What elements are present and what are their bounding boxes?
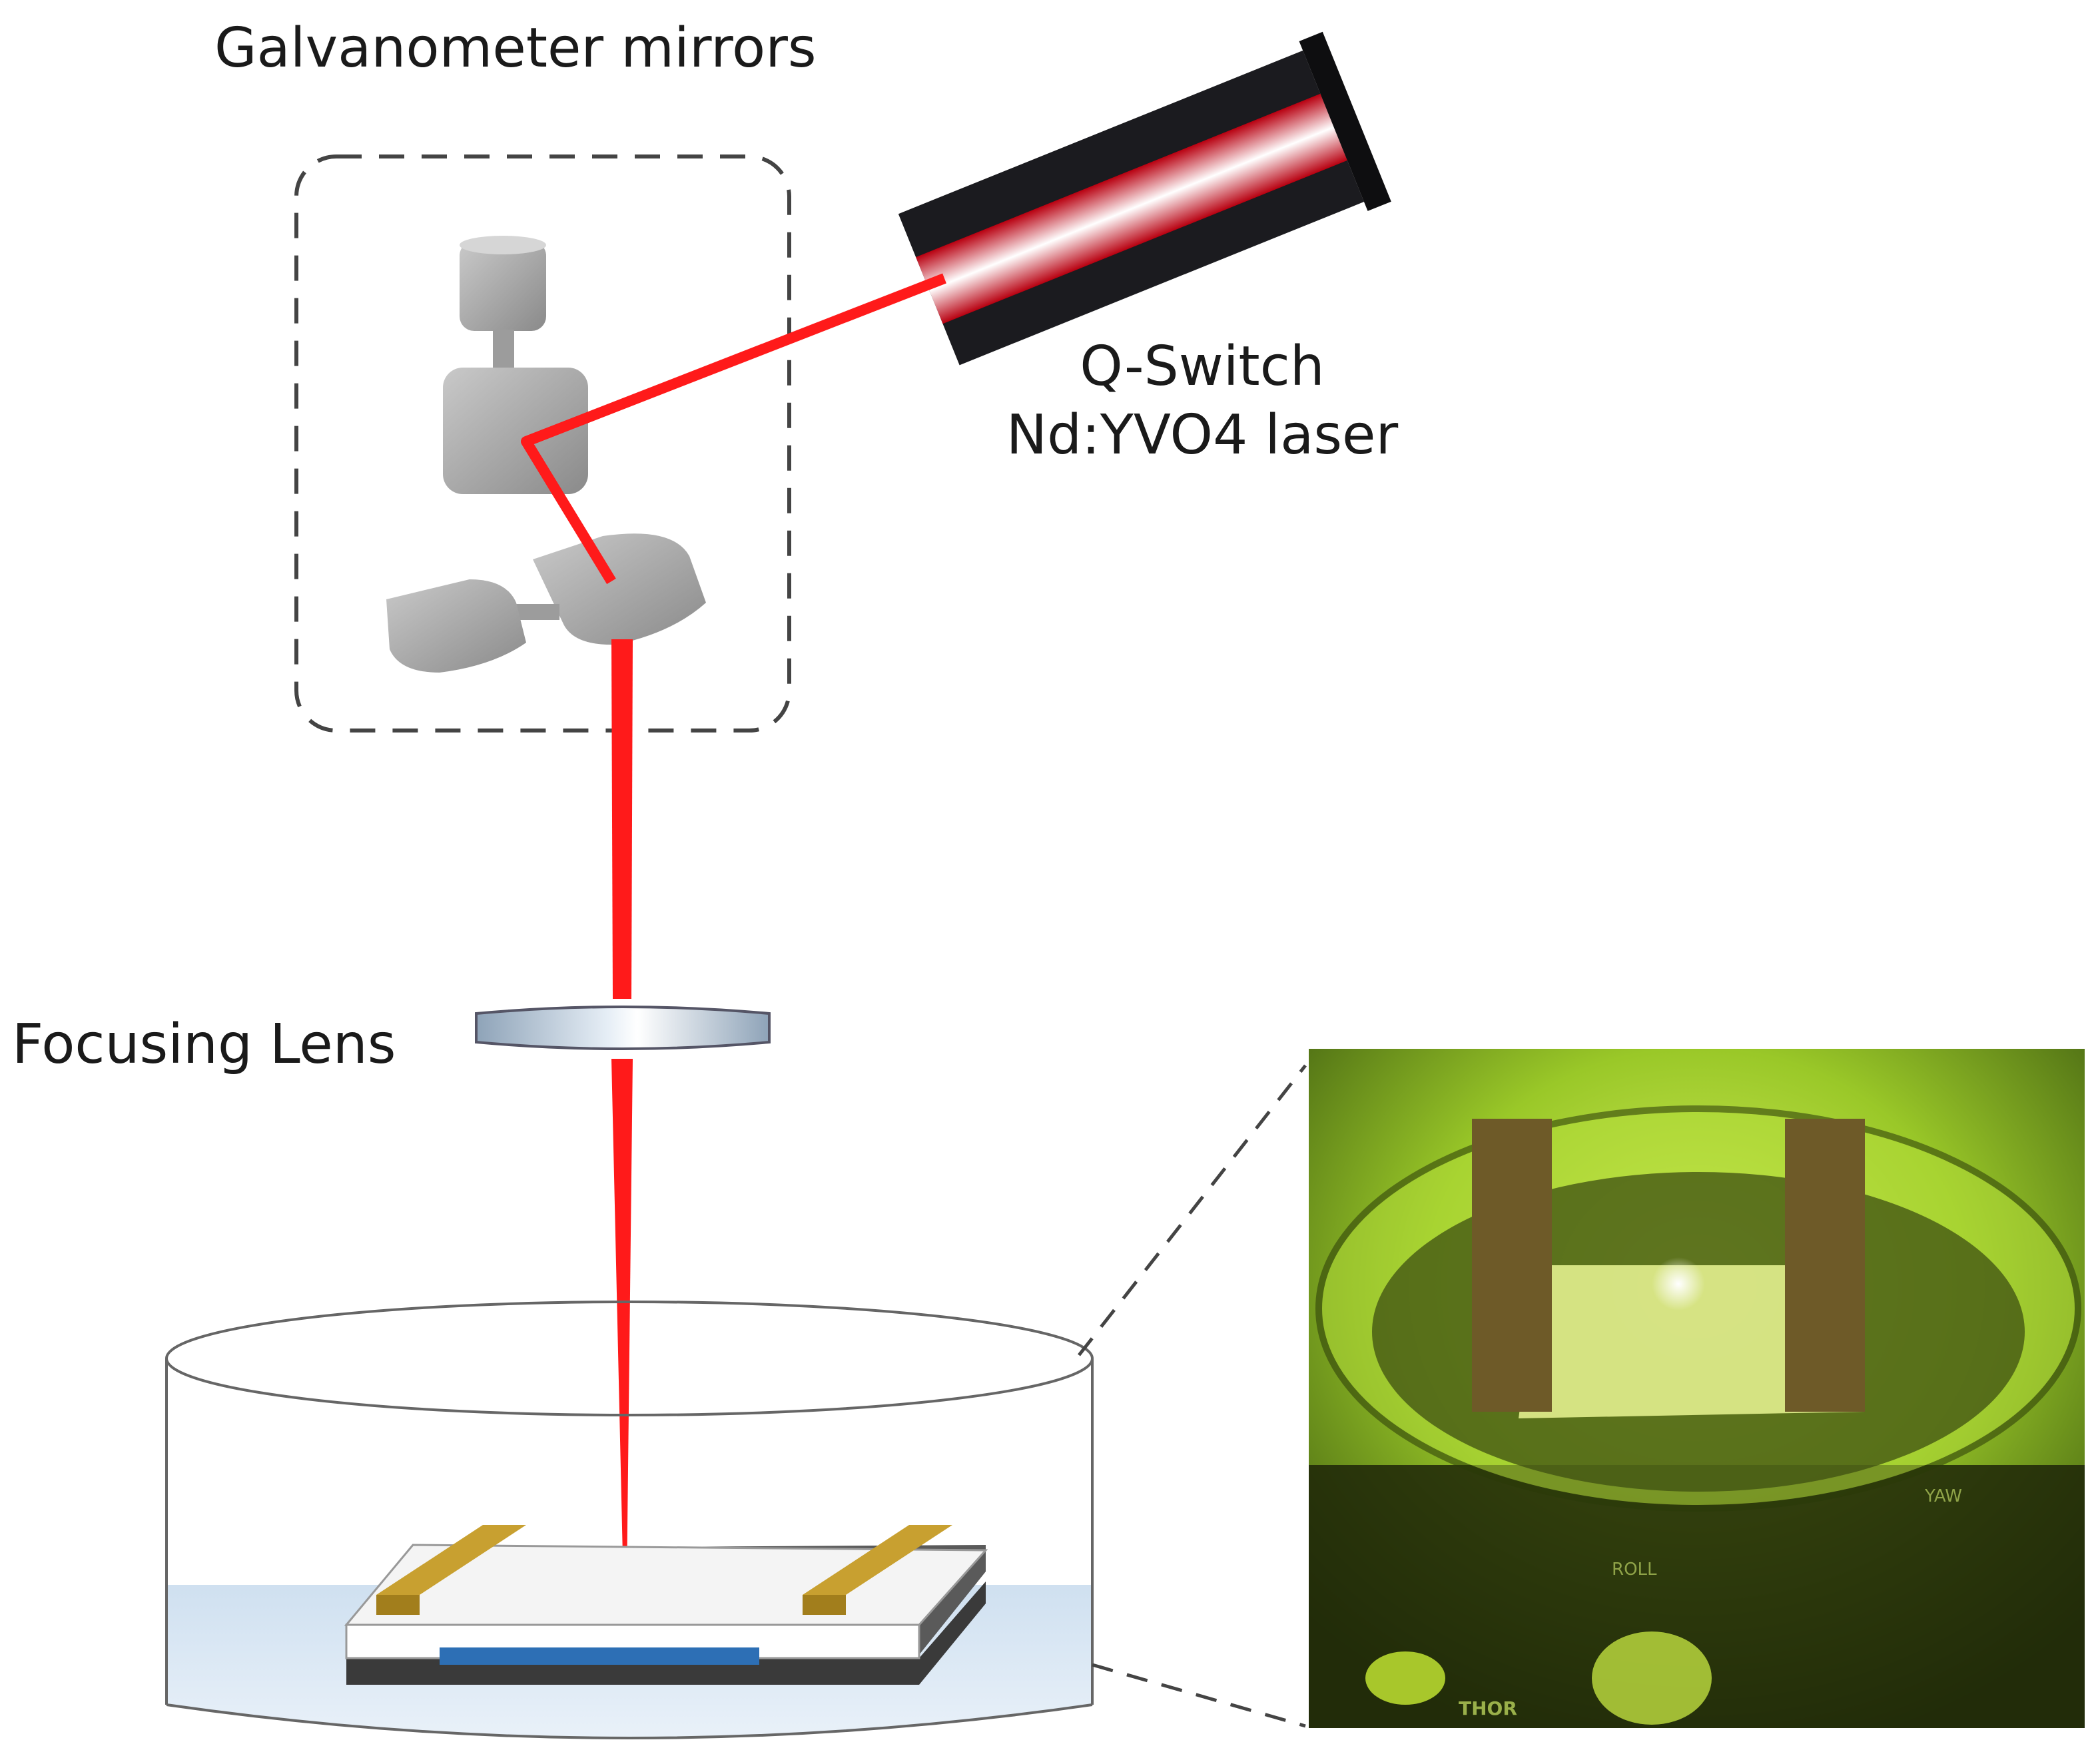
focusing-lens-label: Focusing Lens — [12, 1013, 396, 1076]
stage-marking-yaw: YAW — [1924, 1486, 1962, 1506]
galvanometer-mirror-icon — [386, 236, 706, 673]
zoom-line-bottom — [1092, 1663, 1306, 1728]
lens-icon — [475, 1006, 771, 1050]
laser-label-line2: Nd:YVO4 laser — [1006, 403, 1399, 467]
galvo-enclosure — [294, 154, 791, 733]
stage-marking-brand: THOR — [1459, 1697, 1517, 1719]
photo-inset: ROLL YAW THOR — [1309, 1049, 2085, 1728]
laser-head-icon — [898, 31, 1391, 366]
galvanometer-label: Galvanometer mirrors — [214, 17, 817, 80]
sample-icon — [344, 1525, 988, 1685]
laser-label-line1: Q-Switch — [1080, 335, 1325, 398]
zoom-line-top — [1078, 1064, 1307, 1356]
laser-beam — [521, 273, 946, 1645]
laser-label: Q-Switch Nd:YVO4 laser — [962, 333, 1442, 469]
stage-marking-roll: ROLL — [1612, 1560, 1657, 1580]
